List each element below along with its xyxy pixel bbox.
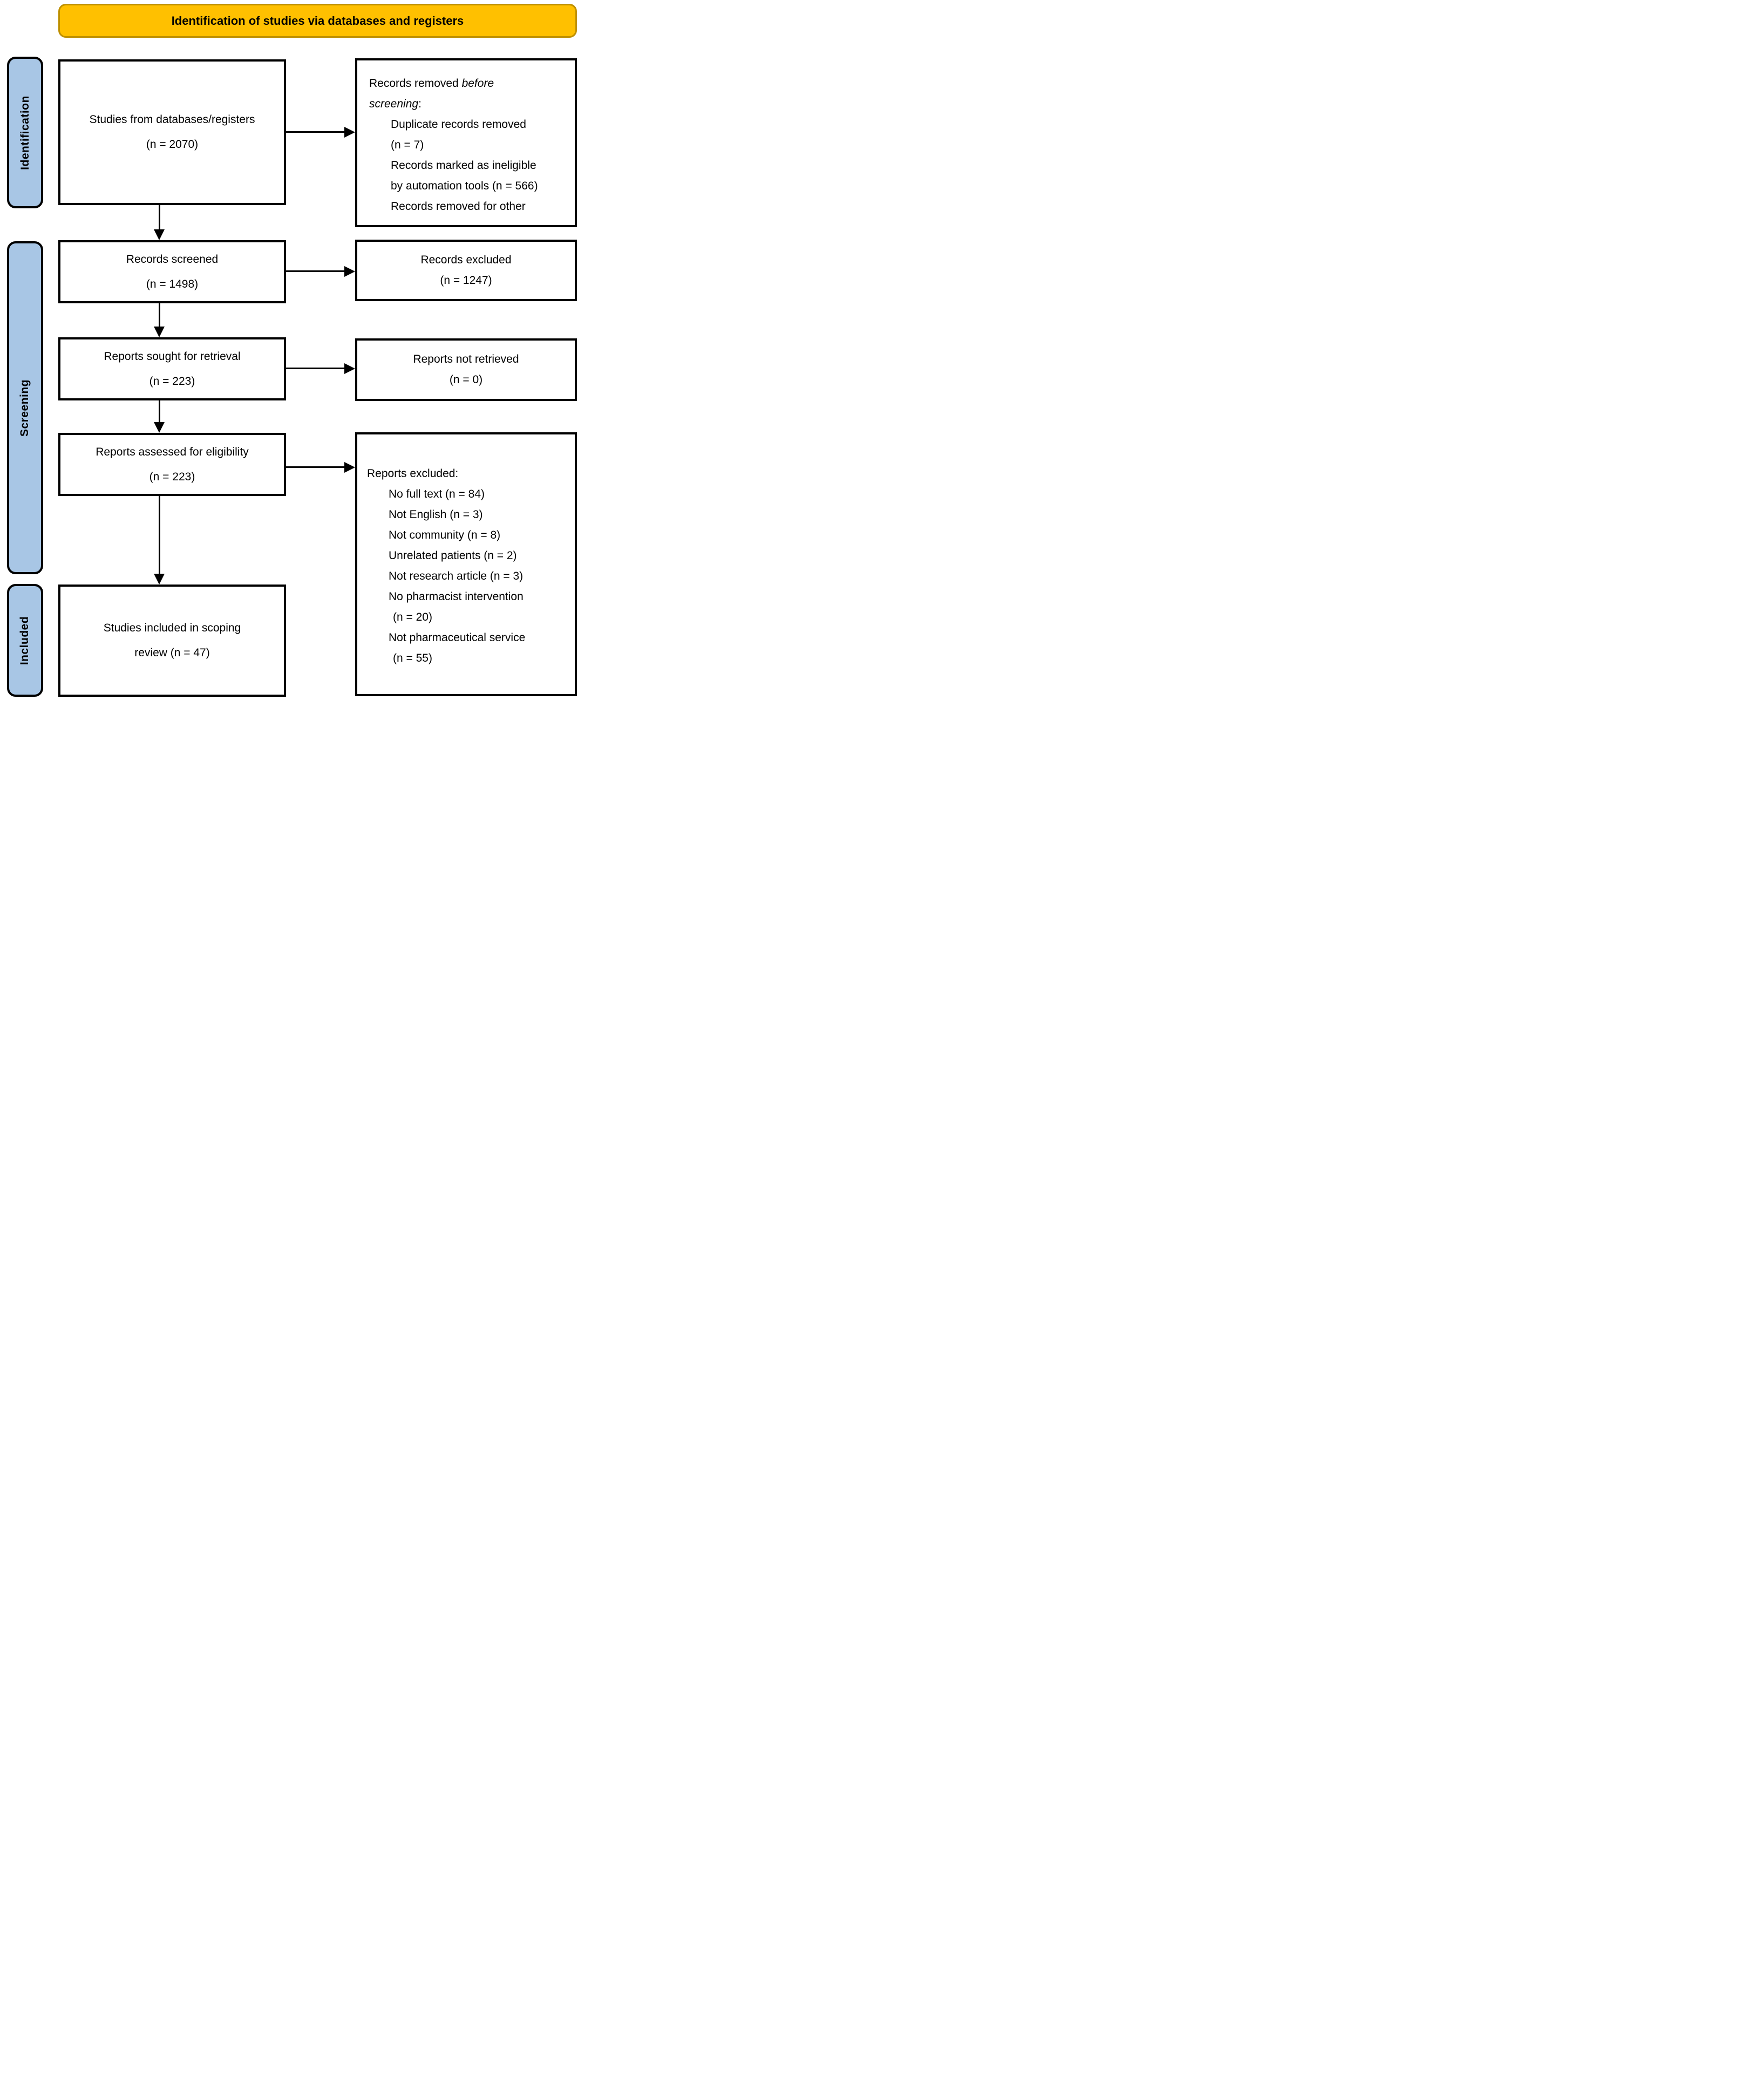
box-text-line: (n = 223): [149, 465, 195, 490]
arrow-line: [159, 400, 160, 422]
text-segment: Not pharmaceutical service: [389, 631, 526, 644]
arrow-line: [159, 496, 160, 574]
prisma-flow-diagram: Identification of studies via databases …: [0, 0, 583, 700]
text-segment: Records excluded: [420, 254, 512, 266]
box-text-line: (n = 223): [149, 369, 195, 394]
box-text-line: (n = 1498): [146, 272, 198, 297]
box-text-line: by automation tools (n = 566): [369, 176, 569, 196]
text-segment: Reports not retrieved: [413, 353, 519, 365]
text-segment: Records marked as ineligible: [391, 159, 536, 172]
text-segment: (n = 223): [149, 470, 195, 483]
arrow-line: [286, 131, 345, 133]
text-segment: (n = 1498): [146, 277, 199, 290]
sidebar-phase-identification: Identification: [7, 57, 43, 208]
box-text-line: (n = 0): [450, 370, 482, 390]
flow-box-records-screened: Records screened (n = 1498): [58, 240, 286, 303]
text-segment: Unrelated patients (n = 2): [389, 549, 517, 562]
text-segment: Reports sought for retrieval: [104, 350, 241, 363]
box-text-line: Records removed for other: [369, 196, 569, 217]
arrow-down-icon: [154, 422, 165, 433]
box-text-line: No full text (n = 84): [367, 484, 569, 505]
box-text-line: Records marked as ineligible: [369, 155, 569, 176]
phase-label-screening: Screening: [18, 379, 31, 437]
box-text-line: (n = 1247): [440, 270, 492, 291]
flow-box-reports-sought-for-retrieval: Reports sought for retrieval (n = 223): [58, 337, 286, 400]
arrow-line: [286, 466, 345, 468]
banner-identification-via-databases: Identification of studies via databases …: [58, 4, 577, 38]
arrow-line: [159, 303, 160, 327]
box-text-line: Not pharmaceutical service: [367, 628, 569, 648]
sidebar-phase-screening: Screening: [7, 241, 43, 574]
box-text-line: Not research article (n = 3): [367, 566, 569, 587]
text-segment: Studies included in scoping: [103, 622, 241, 634]
text-segment: Not research article (n = 3): [389, 570, 524, 582]
side-box-reports-excluded: Reports excluded: No full text (n = 84) No…: [355, 432, 577, 696]
flow-box-studies-included-in-review: Studies included in scoping review (n = 4…: [58, 585, 286, 697]
box-text-line: Duplicate records removed: [369, 114, 569, 135]
arrow-line: [159, 205, 160, 229]
box-text-line: (n = 7): [369, 135, 569, 155]
box-text-line: Reports assessed for eligibility: [96, 440, 249, 465]
box-text-line: Not community (n = 8): [367, 525, 569, 546]
text-segment: by automation tools (n = 566): [391, 180, 538, 192]
text-segment: (n = 2070): [146, 138, 199, 151]
box-text-line: screening:: [369, 94, 569, 114]
box-text-line: Records screened: [126, 247, 218, 272]
box-text-line: Studies included in scoping: [104, 616, 241, 641]
sidebar-phase-included: Included: [7, 584, 43, 697]
phase-label-identification: Identification: [18, 95, 31, 170]
box-text-line: Reports sought for retrieval: [104, 344, 240, 369]
box-text-line: Records excluded: [420, 250, 511, 270]
text-segment: No full text (n = 84): [389, 488, 485, 500]
arrow-right-icon: [344, 127, 355, 138]
text-segment: Duplicate records removed: [391, 118, 526, 131]
text-segment: Not English (n = 3): [389, 508, 483, 521]
text-segment: (n = 55): [393, 652, 432, 664]
arrow-right-icon: [344, 363, 355, 374]
text-segment: :: [418, 98, 422, 110]
text-segment: Not community (n = 8): [389, 529, 501, 541]
text-segment: before: [461, 77, 494, 90]
side-box-records-excluded: Records excluded (n = 1247): [355, 240, 577, 301]
box-text-line: (n = 55): [367, 648, 569, 669]
box-text-line: (n = 20): [367, 607, 569, 628]
text-segment: No pharmacist intervention: [389, 590, 524, 603]
flow-box-studies-from-databases: Studies from databases/registers (n = 207…: [58, 59, 286, 205]
arrow-line: [286, 368, 345, 369]
box-text-line: (n = 2070): [146, 132, 198, 157]
text-segment: (n = 20): [393, 611, 432, 623]
text-segment: Studies from databases/registers: [89, 113, 255, 126]
banner-title: Identification of studies via databases …: [171, 13, 464, 28]
text-segment: (n = 223): [149, 375, 195, 388]
text-segment: screening: [369, 98, 419, 110]
arrow-down-icon: [154, 327, 165, 337]
arrow-right-icon: [344, 266, 355, 277]
box-text-line: Unrelated patients (n = 2): [367, 546, 569, 566]
text-segment: review (n = 47): [134, 647, 210, 659]
phase-label-included: Included: [18, 616, 31, 665]
text-segment: Reports excluded:: [367, 467, 459, 480]
side-box-reports-not-retrieved: Reports not retrieved (n = 0): [355, 338, 577, 401]
text-segment: (n = 1247): [440, 274, 492, 287]
arrow-down-icon: [154, 229, 165, 240]
arrow-down-icon: [154, 574, 165, 585]
box-text-line: No pharmacist intervention: [367, 587, 569, 607]
box-text-line: Reports excluded:: [367, 464, 569, 484]
text-segment: Reports assessed for eligibility: [96, 445, 249, 458]
text-segment: Records removed for other: [391, 200, 526, 213]
text-segment: Records screened: [126, 253, 219, 266]
text-segment: (n = 0): [449, 373, 483, 386]
box-text-line: Reports not retrieved: [413, 349, 519, 370]
arrow-right-icon: [344, 462, 355, 473]
box-text-line: Not English (n = 3): [367, 505, 569, 525]
flow-box-reports-assessed-for-eligibility: Reports assessed for eligibility (n = 223…: [58, 433, 286, 496]
box-text-line: review (n = 47): [134, 641, 209, 665]
box-text-line: Records removed before: [369, 73, 569, 94]
arrow-line: [286, 270, 345, 272]
text-segment: Records removed: [369, 77, 462, 90]
text-segment: (n = 7): [391, 139, 424, 151]
box-text-line: Studies from databases/registers: [90, 107, 255, 132]
